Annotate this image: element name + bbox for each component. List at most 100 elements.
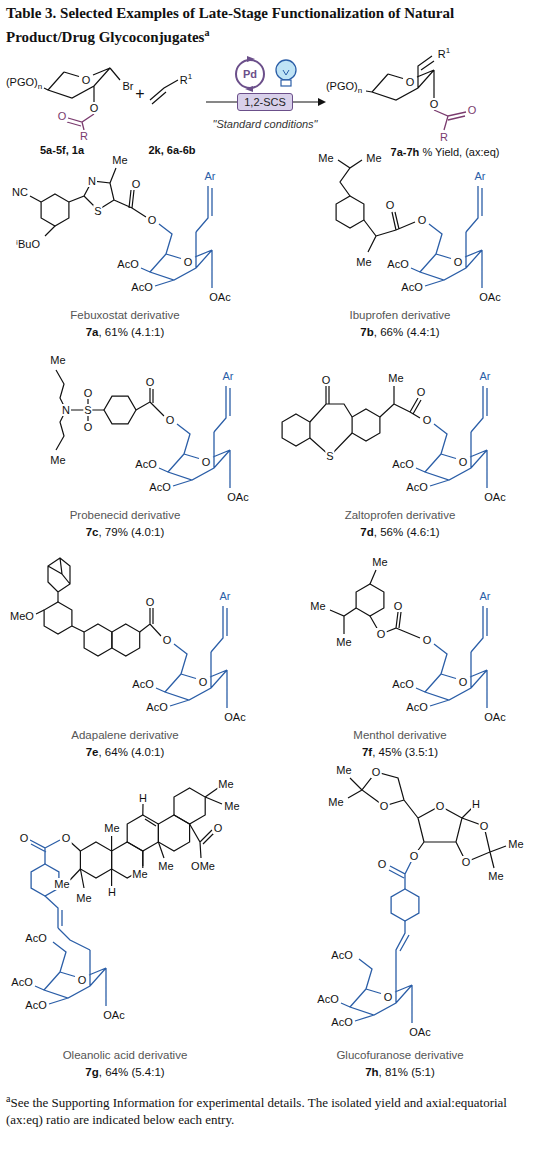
label-text: AcO <box>11 976 32 988</box>
label-text: R <box>438 48 446 60</box>
label-text: AcO <box>406 701 427 713</box>
label-text: 7a-7h <box>391 146 420 158</box>
label-text: O <box>184 256 193 268</box>
label-text: Me <box>54 878 69 890</box>
footnote-text: See the Supporting Information for exper… <box>6 1095 507 1127</box>
label-part: , 79% (4.0:1) <box>98 526 164 538</box>
label-text: OMe <box>191 860 215 872</box>
label-text: AcO <box>392 678 413 690</box>
atom-label: O <box>385 199 396 211</box>
label-text: AcO <box>406 481 427 493</box>
label-text: AcO <box>25 932 46 944</box>
atom-label: O <box>131 178 142 190</box>
atom-label: O <box>422 634 433 646</box>
label-text: OAc <box>224 711 245 723</box>
label-part: , 66% (4.4:1) <box>374 326 440 338</box>
atom-label: O <box>416 386 427 398</box>
label-text: AcO <box>331 1016 352 1028</box>
label-text: OAc <box>409 1026 430 1038</box>
node-text: 1,2-SCS <box>244 96 286 108</box>
atom-label: (PGO)n <box>325 80 363 97</box>
atom-label: O <box>479 820 490 832</box>
atom-label: MeO <box>9 610 35 622</box>
table-title: Table 3. Selected Examples of Late-Stage… <box>6 4 526 47</box>
atom-label: O <box>145 376 156 388</box>
label-text: 7c <box>86 526 99 538</box>
atom-label: O <box>453 256 464 268</box>
label-text: R <box>80 130 88 142</box>
atom-label: Me <box>75 892 92 904</box>
atom-label: R <box>439 131 449 143</box>
atom-label: Ar <box>479 370 492 382</box>
label-text: O <box>146 376 155 388</box>
atom-label: H <box>138 792 148 804</box>
label-text: AcO <box>387 258 408 270</box>
compound-yield: 7b, 66% (4.4:1) <box>360 326 439 338</box>
label-text: OAc <box>484 491 505 503</box>
label-text: Zaltoprofen derivative <box>345 509 456 521</box>
label-text: O <box>410 850 419 862</box>
label-text: Adapalene derivative <box>71 729 178 741</box>
label-text: O <box>78 974 87 986</box>
atom-label: O <box>198 676 209 688</box>
condition-box: 1,2-SCS <box>237 93 293 111</box>
atom-label: OAc <box>478 291 501 303</box>
label-text: R <box>180 74 188 86</box>
atom-label: O <box>89 102 100 114</box>
atom-label: N <box>61 404 71 416</box>
atom-label: O <box>417 214 428 226</box>
label-text: O <box>480 820 489 832</box>
atom-label: Me <box>335 636 352 648</box>
label-text: O <box>459 676 468 688</box>
atom-label: O <box>147 214 158 226</box>
title-text: Table 3. Selected Examples of Late-Stage… <box>6 5 454 45</box>
atom-label: NC <box>11 186 29 198</box>
label-text: O <box>423 414 432 426</box>
compound-name: Adapalene derivative <box>71 729 178 741</box>
condition-label: "Standard conditions" <box>212 118 317 130</box>
label-text: 7g <box>85 1066 98 1078</box>
label-text: O <box>417 386 426 398</box>
atom-label: AcO <box>134 458 157 470</box>
atom-label: O <box>57 110 68 122</box>
label-part: , 81% (5:1) <box>379 1066 435 1078</box>
label-text: Oleanolic acid derivative <box>63 1049 188 1061</box>
atom-label: Ar <box>474 170 487 182</box>
catalyst-circle: Pd <box>235 59 265 89</box>
label-text: AcO <box>117 258 138 270</box>
label-text: O <box>384 991 393 1003</box>
atom-label: Me <box>355 256 372 268</box>
label-text: 7b <box>360 326 373 338</box>
label-text: O <box>372 766 381 778</box>
label-text: AcO <box>317 993 338 1005</box>
label-text: Ar <box>480 370 491 382</box>
atom-label: AcO <box>24 932 47 944</box>
atom-label: O <box>213 822 224 834</box>
label-part: , 64% (5.4:1) <box>99 1066 165 1078</box>
compound-label: 7a-7h % Yield, (ax:eq) <box>391 146 500 158</box>
label-text: O <box>58 110 67 122</box>
atom-label: O <box>162 634 173 646</box>
atom-label: Me <box>371 556 388 568</box>
label-text: Ar <box>220 590 231 602</box>
atom-label: Me <box>223 800 240 812</box>
atom-label: O <box>435 800 446 812</box>
label-text: Me <box>356 256 371 268</box>
atom-label: O <box>183 256 194 268</box>
label-text: O <box>166 414 175 426</box>
label-text: 7e <box>86 746 99 758</box>
atom-label: AcO <box>131 678 154 690</box>
label-text: (PGO) <box>6 76 38 88</box>
compound-label: 5a-5f, 1a <box>40 144 84 156</box>
label-part: n <box>358 86 362 95</box>
atom-label: Me <box>335 764 352 776</box>
atom-label: O <box>422 414 433 426</box>
label-text: Ar <box>480 590 491 602</box>
atom-label: O <box>429 98 440 110</box>
label-text: Me <box>336 764 351 776</box>
label-part: n <box>38 82 42 91</box>
atom-label: S <box>93 205 102 217</box>
label-text: O <box>199 676 208 688</box>
footnote-marker: a <box>204 27 209 38</box>
